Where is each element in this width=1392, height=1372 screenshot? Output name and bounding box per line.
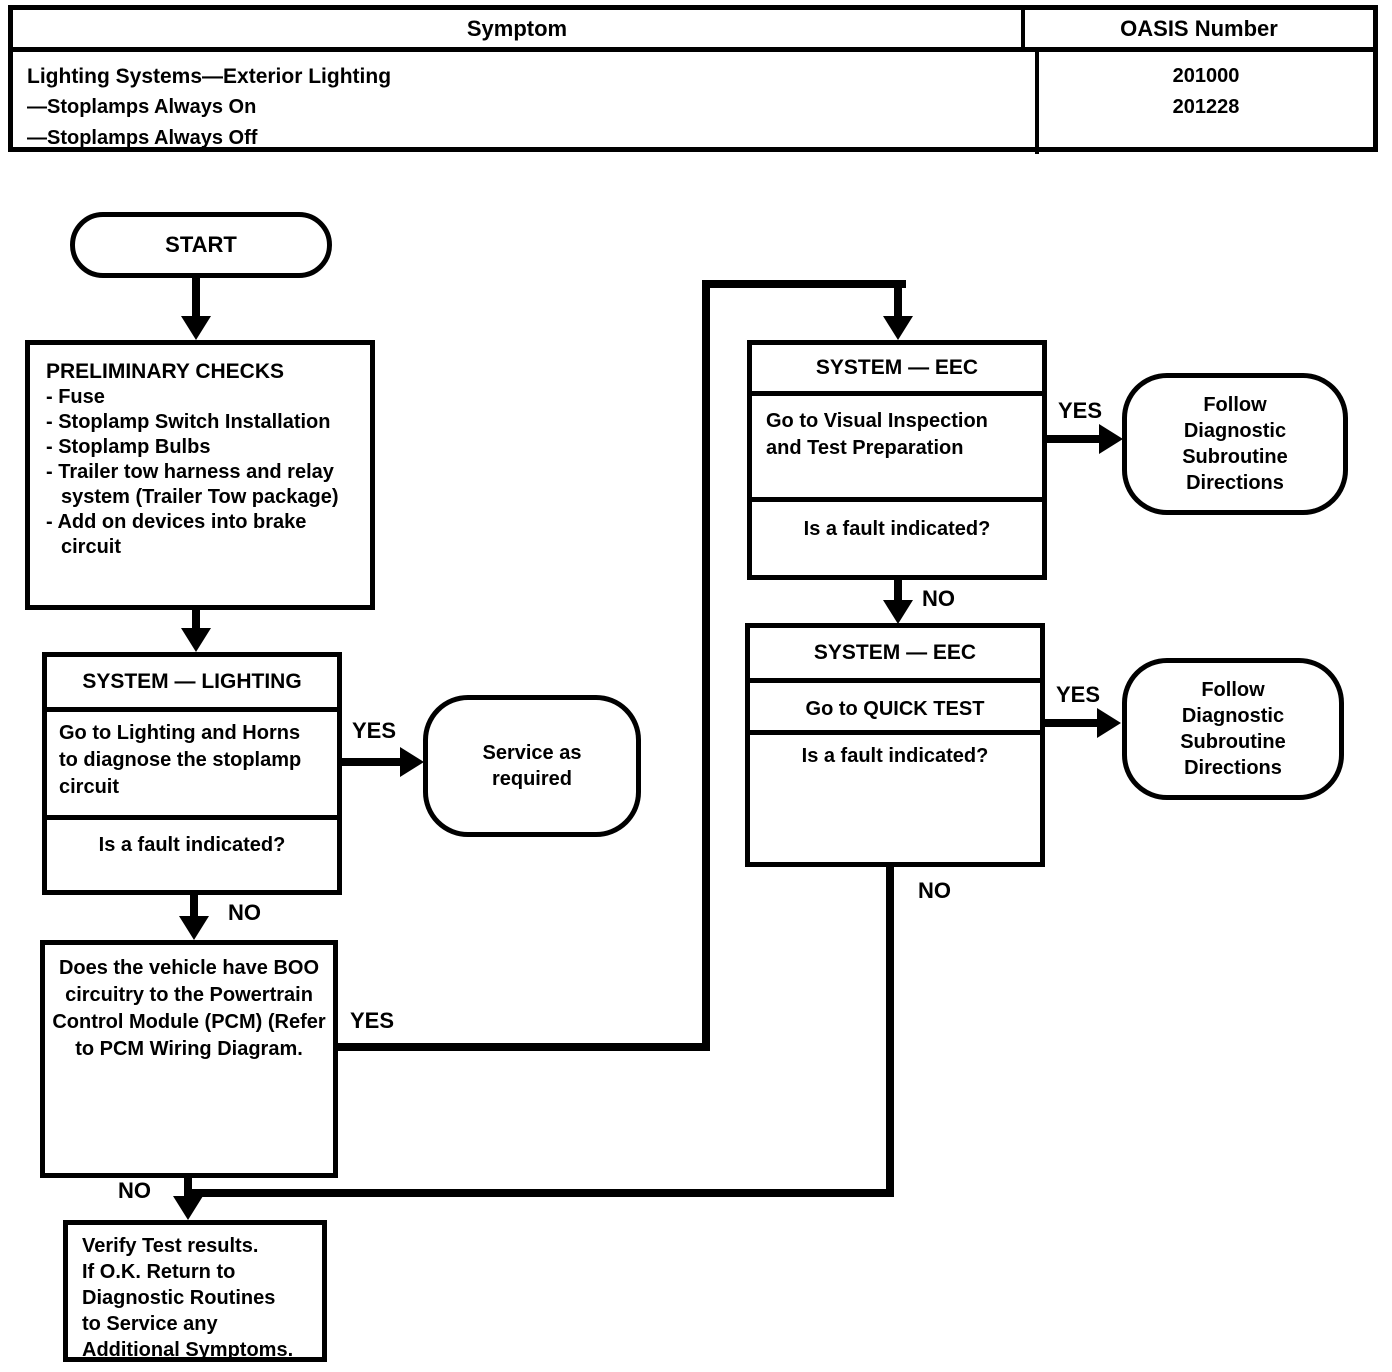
follow-diagnostic-node-2: Follow Diagnostic Subroutine Directions [1122,658,1344,800]
yes-label-lighting: YES [352,718,397,743]
system-eec-visual-question: Is a fault indicated? [803,518,991,540]
preliminary-check-item: - Trailer tow harness and relay system (… [46,461,339,508]
no-label-lighting: NO [228,900,261,925]
connector-line [190,893,198,920]
preliminary-checks-title: PRELIMINARY CHECKS [46,360,285,383]
symptom-line: —Stoplamps Always Off [27,127,258,149]
system-lighting-question: Is a fault indicated? [98,834,286,856]
arrowhead-right-icon [1099,424,1123,454]
connector-line [192,276,200,320]
oasis-number-value: 201000 [1172,65,1240,87]
connector-line [1047,435,1103,443]
no-label-eec-visual: NO [922,586,955,611]
system-eec-quick-action: Go to QUICK TEST [750,683,1040,735]
connector-line [184,1178,192,1198]
connector-line [702,280,710,1051]
system-lighting-node: SYSTEM — LIGHTING Go to Lighting and Hor… [42,652,342,895]
connector-line [894,580,902,602]
system-eec-quick-header: SYSTEM — EEC [750,628,1040,683]
connector-line [184,1189,894,1197]
no-label-boo: NO [118,1178,151,1203]
preliminary-check-item: - Add on devices into brake circuit [46,511,307,558]
system-eec-visual-header: SYSTEM — EEC [752,345,1042,396]
verify-test-results-node: Verify Test results. If O.K. Return to D… [63,1220,327,1362]
symptom-cell: Lighting Systems—Exterior Lighting —Stop… [13,52,1039,154]
no-label-eec-quick: NO [918,878,951,903]
start-node-label: START [165,232,237,257]
system-lighting-header: SYSTEM — LIGHTING [47,657,337,712]
oasis-cell: 201000 201228 [1039,52,1373,154]
system-lighting-action: Go to Lighting and Horns to diagnose the… [47,712,337,820]
oasis-number-value: 201228 [1172,96,1240,118]
yes-label-boo: YES [350,1008,395,1033]
arrowhead-down-icon [181,628,211,652]
symptom-table-body-row: Lighting Systems—Exterior Lighting —Stop… [13,52,1373,154]
preliminary-checks-node: PRELIMINARY CHECKS - Fuse - Stoplamp Swi… [25,340,375,610]
system-eec-visual-node: SYSTEM — EEC Go to Visual Inspection and… [747,340,1047,580]
boo-circuitry-node: Does the vehicle have BOO circuitry to t… [40,940,338,1178]
connector-line [886,867,894,1197]
preliminary-check-item: - Stoplamp Switch Installation [46,411,331,433]
connector-line [894,286,902,318]
symptom-column-header: Symptom [13,10,1025,47]
system-eec-quick-question: Is a fault indicated? [801,745,989,767]
yes-label-eec-quick: YES [1056,682,1101,707]
connector-line [1045,719,1101,727]
arrowhead-right-icon [1097,708,1121,738]
preliminary-check-item: - Fuse [46,386,105,408]
arrowhead-down-icon [883,600,913,624]
connector-line [192,606,200,632]
yes-label-eec-visual: YES [1058,398,1103,423]
connector-line [342,758,404,766]
start-node: START [70,212,332,278]
preliminary-check-item: - Stoplamp Bulbs [46,436,211,458]
arrowhead-down-icon [883,316,913,340]
symptom-line: Lighting Systems—Exterior Lighting [27,65,392,88]
oasis-column-header: OASIS Number [1120,16,1278,41]
arrowhead-down-icon [179,916,209,940]
system-eec-quick-node: SYSTEM — EEC Go to QUICK TEST Is a fault… [745,623,1045,867]
connector-line [338,1043,710,1051]
symptom-line: —Stoplamps Always On [27,96,257,118]
arrowhead-down-icon [173,1196,203,1220]
follow-diagnostic-node-1: Follow Diagnostic Subroutine Directions [1122,373,1348,515]
arrowhead-right-icon [400,747,424,777]
service-as-required-node: Service as required [423,695,641,837]
connector-line [702,280,906,288]
symptom-table: Symptom OASIS Number Lighting Systems—Ex… [8,5,1378,154]
system-eec-visual-action: Go to Visual Inspection and Test Prepara… [752,396,1042,502]
symptom-table-header-row: Symptom OASIS Number [13,10,1373,52]
arrowhead-down-icon [181,316,211,340]
